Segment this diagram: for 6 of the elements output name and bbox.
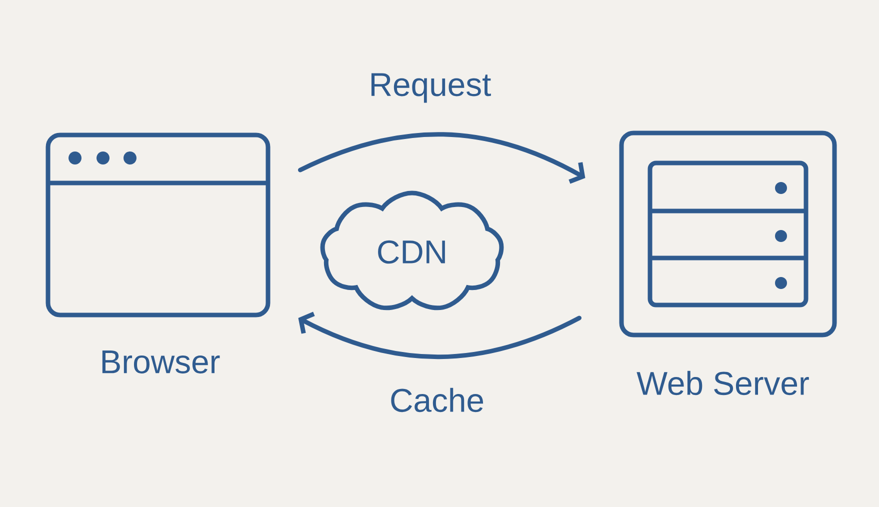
arrow <box>298 132 586 184</box>
edge-label: Cache <box>388 386 487 414</box>
node-label: Web Server <box>636 370 809 396</box>
node-label: Browser <box>102 350 220 374</box>
arrow <box>298 312 582 360</box>
edge-label: Request <box>366 71 494 105</box>
